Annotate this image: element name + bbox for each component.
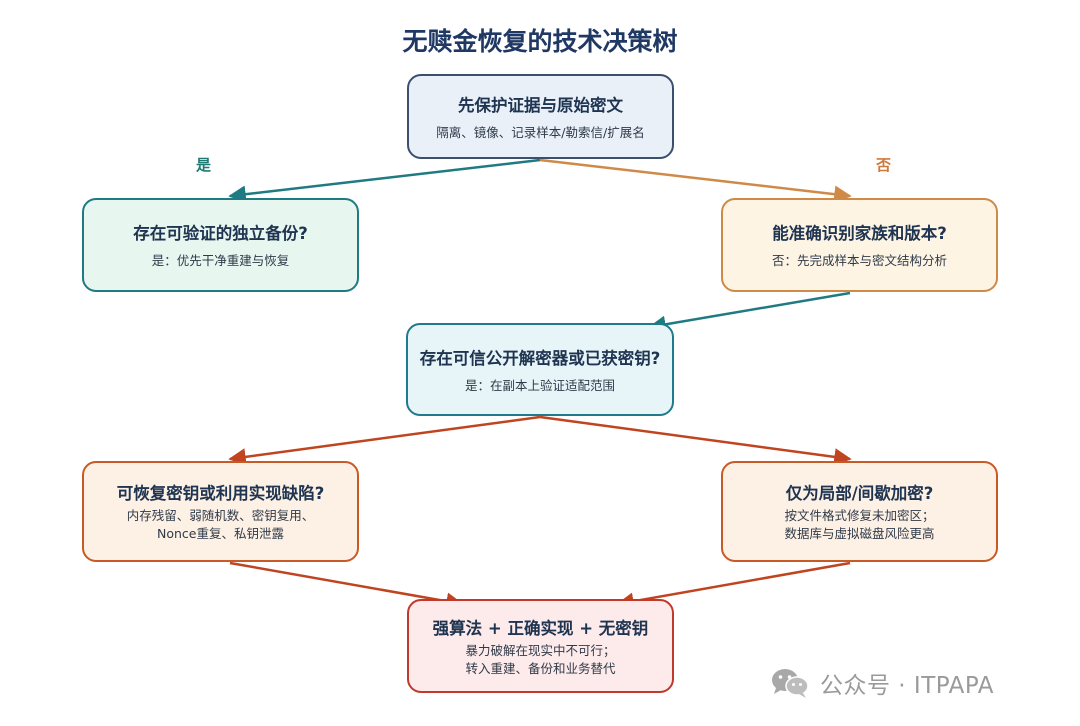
arrow-flaw-to-strong: [229, 561, 464, 610]
branch-label-no: 否: [876, 156, 892, 174]
arrow-decrypt-to-flaw: [228, 415, 541, 466]
node-implementation-flaw: 可恢复密钥或利用实现缺陷? 内存残留、弱随机数、密钥复用、 Nonce重复、私钥…: [82, 461, 359, 562]
watermark-text: 公众号 · ITPAPA: [820, 673, 995, 699]
node-detail: 是：优先干净重建与恢复: [151, 253, 290, 268]
node-detail: 内存残留、弱随机数、密钥复用、: [126, 508, 315, 523]
node-independent-backup: 存在可验证的独立备份? 是：优先干净重建与恢复: [82, 198, 359, 292]
node-detail: 按文件格式修复未加密区；: [784, 508, 935, 523]
node-protect-evidence: 先保护证据与原始密文 隔离、镜像、记录样本/勒索信/扩展名: [407, 74, 674, 159]
branch-label-yes: 是: [196, 156, 212, 174]
node-strong-crypto: 强算法 + 正确实现 + 无密钥 暴力破解在现实中不可行； 转入重建、备份和业务…: [407, 599, 674, 693]
arrow-partial-to-strong: [616, 561, 851, 610]
node-detail: 暴力破解在现实中不可行；: [465, 642, 616, 658]
node-public-decryptor: 存在可信公开解密器或已获密钥? 是：在副本上验证适配范围: [406, 323, 674, 416]
node-identify-family: 能准确识别家族和版本? 否：先完成样本与密文结构分析: [721, 198, 998, 292]
node-heading: 仅为局部/间歇加密?: [785, 484, 934, 503]
node-heading: 存在可验证的独立备份?: [133, 224, 308, 243]
node-heading: 存在可信公开解密器或已获密钥?: [419, 348, 661, 368]
node-partial-encryption: 仅为局部/间歇加密? 按文件格式修复未加密区； 数据库与虚拟磁盘风险更高: [721, 461, 998, 562]
diagram-title: 无赎金恢复的技术决策树: [402, 27, 678, 56]
node-heading: 强算法 + 正确实现 + 无密钥: [432, 618, 649, 638]
arrow-decrypt-to-partial: [539, 415, 852, 466]
node-detail: 是：在副本上验证适配范围: [464, 377, 615, 393]
node-detail: 数据库与虚拟磁盘风险更高: [784, 526, 935, 541]
node-detail: 否：先完成样本与密文结构分析: [771, 253, 947, 268]
node-detail: Nonce重复、私钥泄露: [157, 526, 284, 541]
node-detail: 隔离、镜像、记录样本/勒索信/扩展名: [436, 124, 645, 140]
watermark: 公众号 · ITPAPA: [770, 666, 994, 700]
node-heading: 可恢复密钥或利用实现缺陷?: [116, 484, 325, 503]
arrow-root-to-backup: [228, 158, 541, 203]
arrow-root-to-family: [539, 158, 852, 203]
node-heading: 先保护证据与原始密文: [458, 95, 623, 115]
node-heading: 能准确识别家族和版本?: [772, 224, 947, 243]
wechat-icon: [772, 669, 809, 698]
arrow-family-to-decrypt: [648, 291, 851, 333]
node-detail: 转入重建、备份和业务替代: [465, 660, 616, 676]
